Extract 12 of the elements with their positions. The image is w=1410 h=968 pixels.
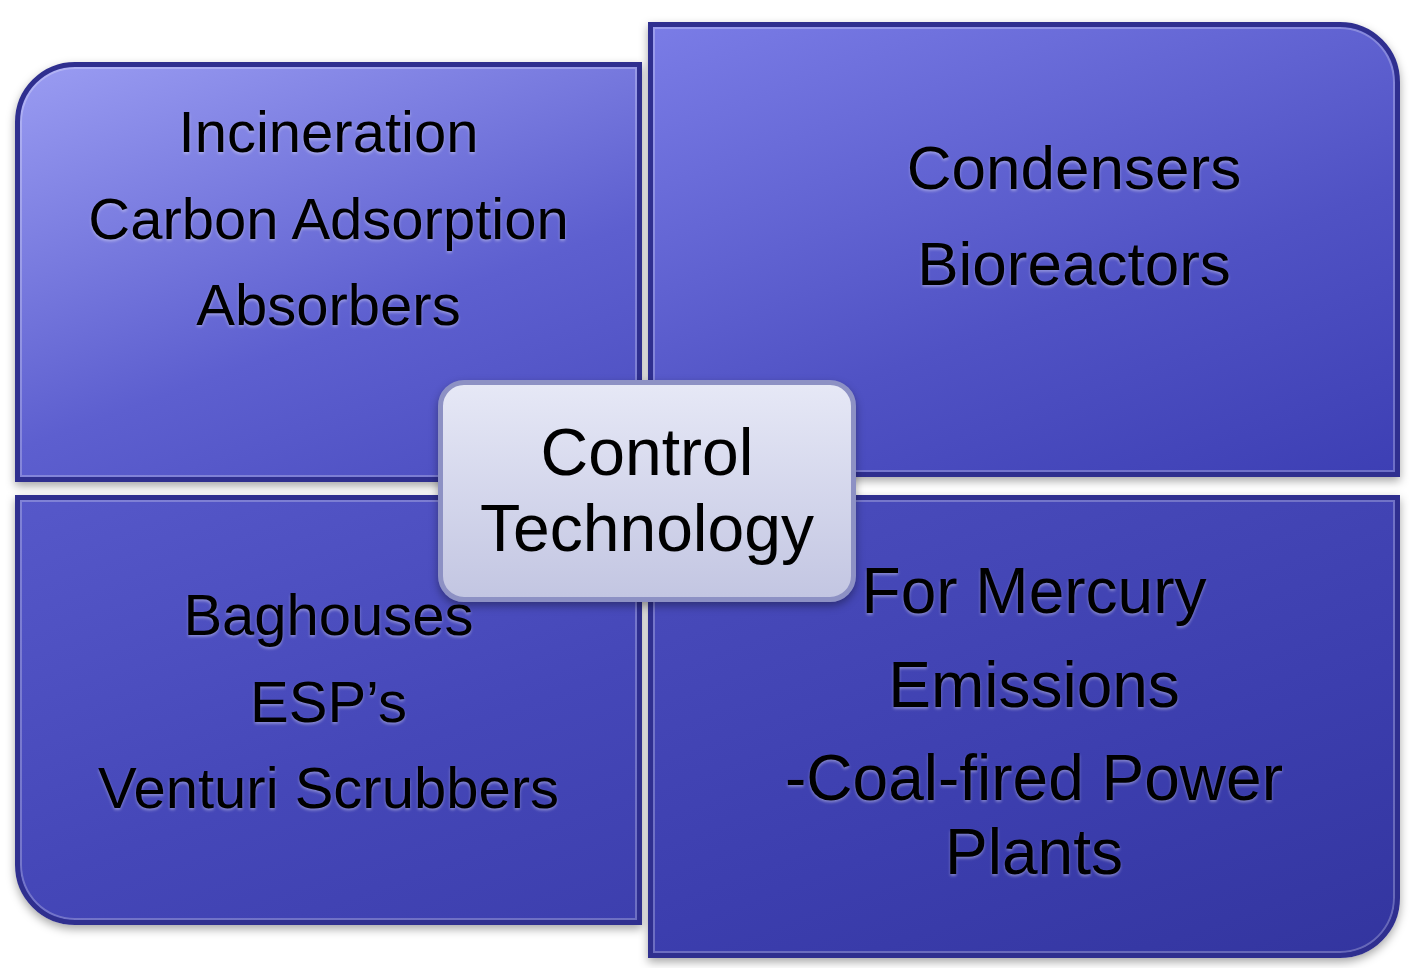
panel-text: -Coal-fired Power Plants (784, 742, 1284, 890)
panel-text: Incineration (178, 99, 479, 166)
panel-text: Baghouses (183, 582, 474, 649)
panel-text: Venturi Scrubbers (98, 755, 559, 823)
panel-text: Carbon Adsorption (88, 185, 569, 253)
center-title: Control Technology (479, 415, 815, 567)
panel-text: ESP’s (250, 668, 407, 736)
panel-text: Absorbers (196, 272, 461, 340)
panel-text: Bioreactors (917, 228, 1231, 300)
panel-text: Condensers (906, 132, 1242, 204)
panel-text: Emissions (888, 648, 1180, 723)
panel-text: For Mercury (861, 555, 1207, 629)
